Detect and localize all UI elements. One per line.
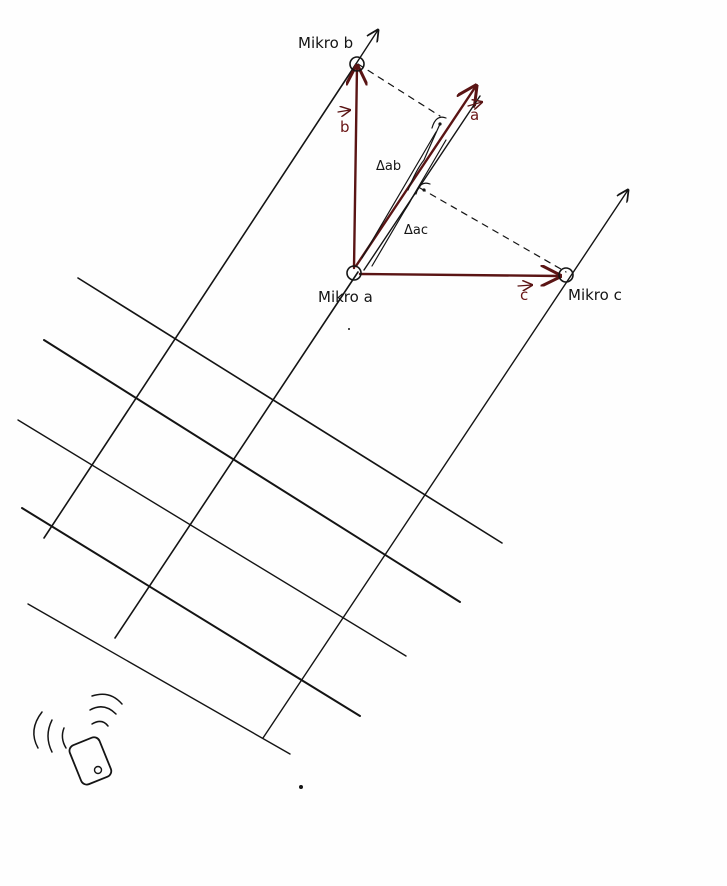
delta-braces — [401, 123, 441, 215]
wavefront-2 — [43, 339, 461, 603]
vector-c — [358, 274, 560, 276]
ray-arrow-b — [351, 30, 378, 71]
wavefront-4 — [21, 507, 361, 717]
mikro-a-label: Mikro a — [318, 288, 373, 306]
delta-ab-label: Δab — [376, 159, 401, 174]
mikro-a-marker — [346, 265, 362, 281]
mikro-b-label: Mikro b — [298, 34, 353, 52]
ray-through-mikro-b — [43, 63, 357, 539]
propagation-lines — [43, 30, 628, 739]
ray-through-mikro-a — [114, 271, 359, 639]
vector-a — [354, 86, 481, 271]
phone-sound-icon — [33, 693, 123, 786]
vector-b — [354, 66, 357, 270]
wavefront-lines — [17, 277, 503, 755]
wavefront-5 — [27, 603, 291, 755]
mikro-c-label: Mikro c — [568, 286, 622, 304]
vector-b-label: b — [340, 118, 350, 136]
stray-dot — [348, 328, 350, 330]
projection-c — [419, 187, 567, 273]
delta-ac-label: Δac — [404, 223, 428, 238]
stray-dot — [299, 785, 303, 789]
mikro-c-marker — [558, 267, 574, 283]
projection-lines — [357, 63, 567, 273]
vector-c-label: c — [520, 286, 528, 304]
mikro-b-marker — [349, 56, 365, 72]
projection-b — [357, 63, 441, 117]
vector-a-label: a — [470, 106, 479, 124]
wavefront-1 — [77, 277, 503, 544]
wavefront-3 — [17, 419, 407, 657]
